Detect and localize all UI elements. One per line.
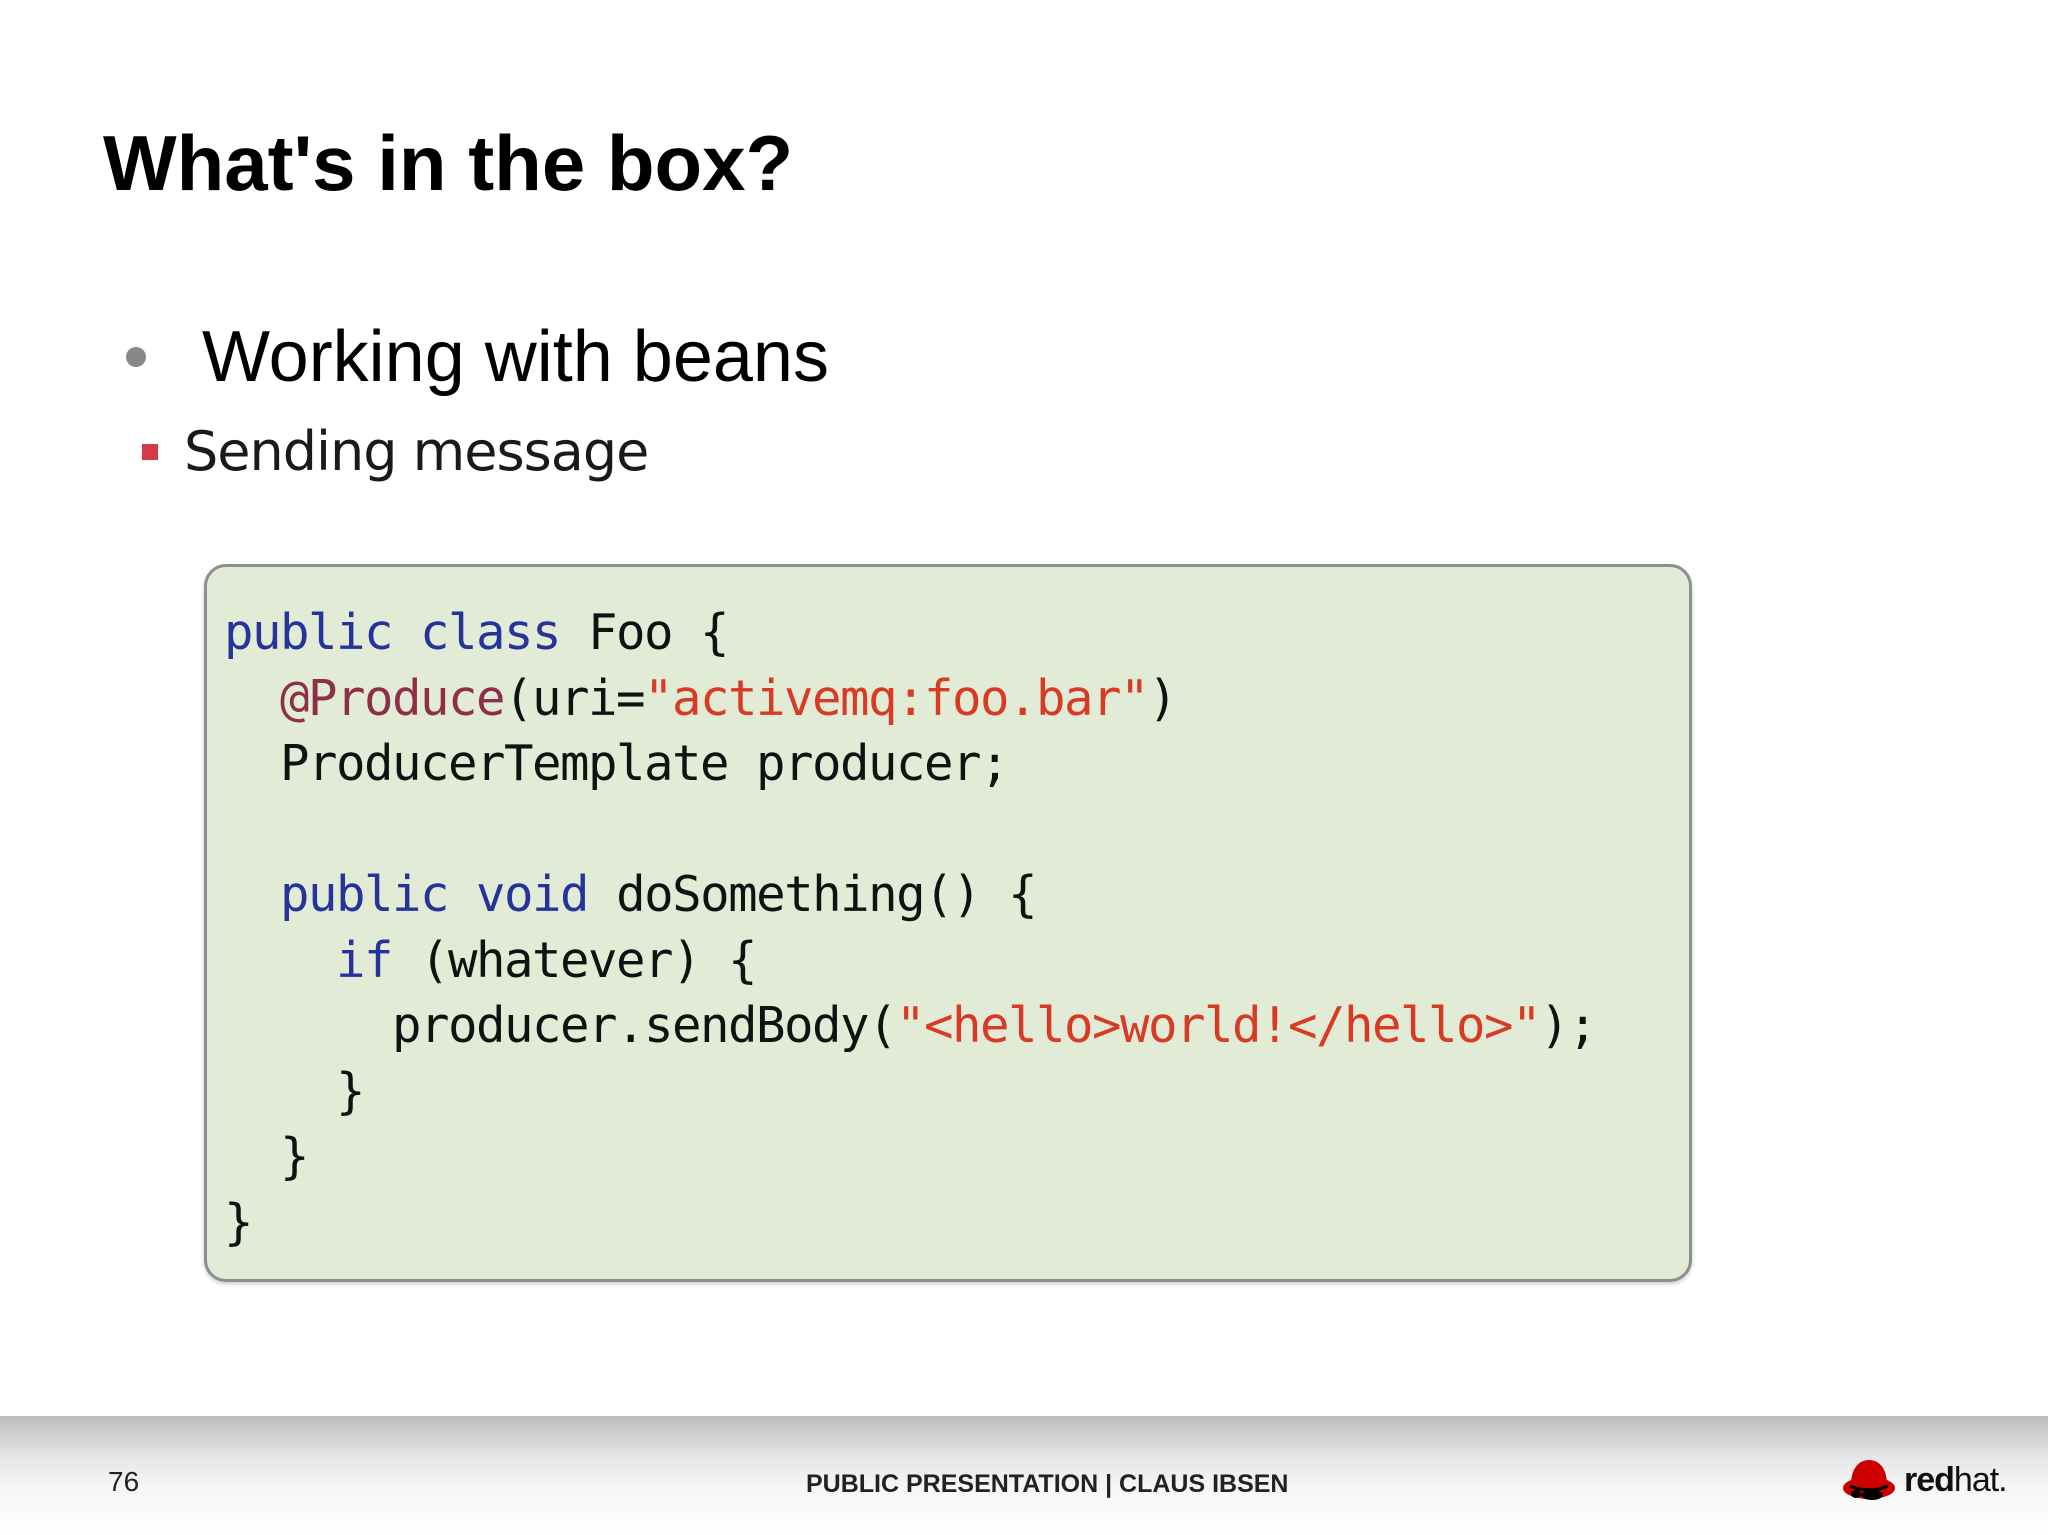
code-block: public class Foo { @Produce(uri="activem… xyxy=(224,600,1598,1255)
code-line-9: } xyxy=(224,1128,310,1185)
page-number: 76 xyxy=(108,1466,140,1497)
redhat-wordmark: redhat. xyxy=(1904,1460,2008,1499)
bullet-secondary: Sending message xyxy=(142,420,649,483)
bullet-primary-text: Working with beans xyxy=(202,317,829,397)
code-line-5: public void doSomething() { xyxy=(280,866,1038,923)
code-line-6: if (whatever) { xyxy=(336,931,758,989)
code-line-2: @Produce(uri="activemq:foo.bar") xyxy=(280,669,1178,727)
slide-title: What's in the box? xyxy=(103,119,794,207)
footer-text: PUBLIC PRESENTATION | CLAUS IBSEN xyxy=(806,1470,1289,1498)
footer-band xyxy=(0,1416,2048,1535)
bullet-dot-icon xyxy=(126,347,146,367)
bullet-primary: Working with beans xyxy=(126,316,829,398)
code-line-8: } xyxy=(224,1062,366,1120)
code-line-7: producer.sendBody("<hello>world!</hello>… xyxy=(392,997,1598,1054)
redhat-logo: redhat. xyxy=(1842,1457,2008,1503)
code-line-1: public class Foo { xyxy=(224,604,730,661)
code-box xyxy=(204,564,1692,1282)
bullet-secondary-text: Sending message xyxy=(184,420,649,483)
code-line-3: ProducerTemplate producer; xyxy=(224,735,1010,792)
code-line-10: } xyxy=(224,1193,254,1251)
bullet-square-icon xyxy=(142,443,158,460)
shadowman-icon xyxy=(1843,1460,1895,1500)
